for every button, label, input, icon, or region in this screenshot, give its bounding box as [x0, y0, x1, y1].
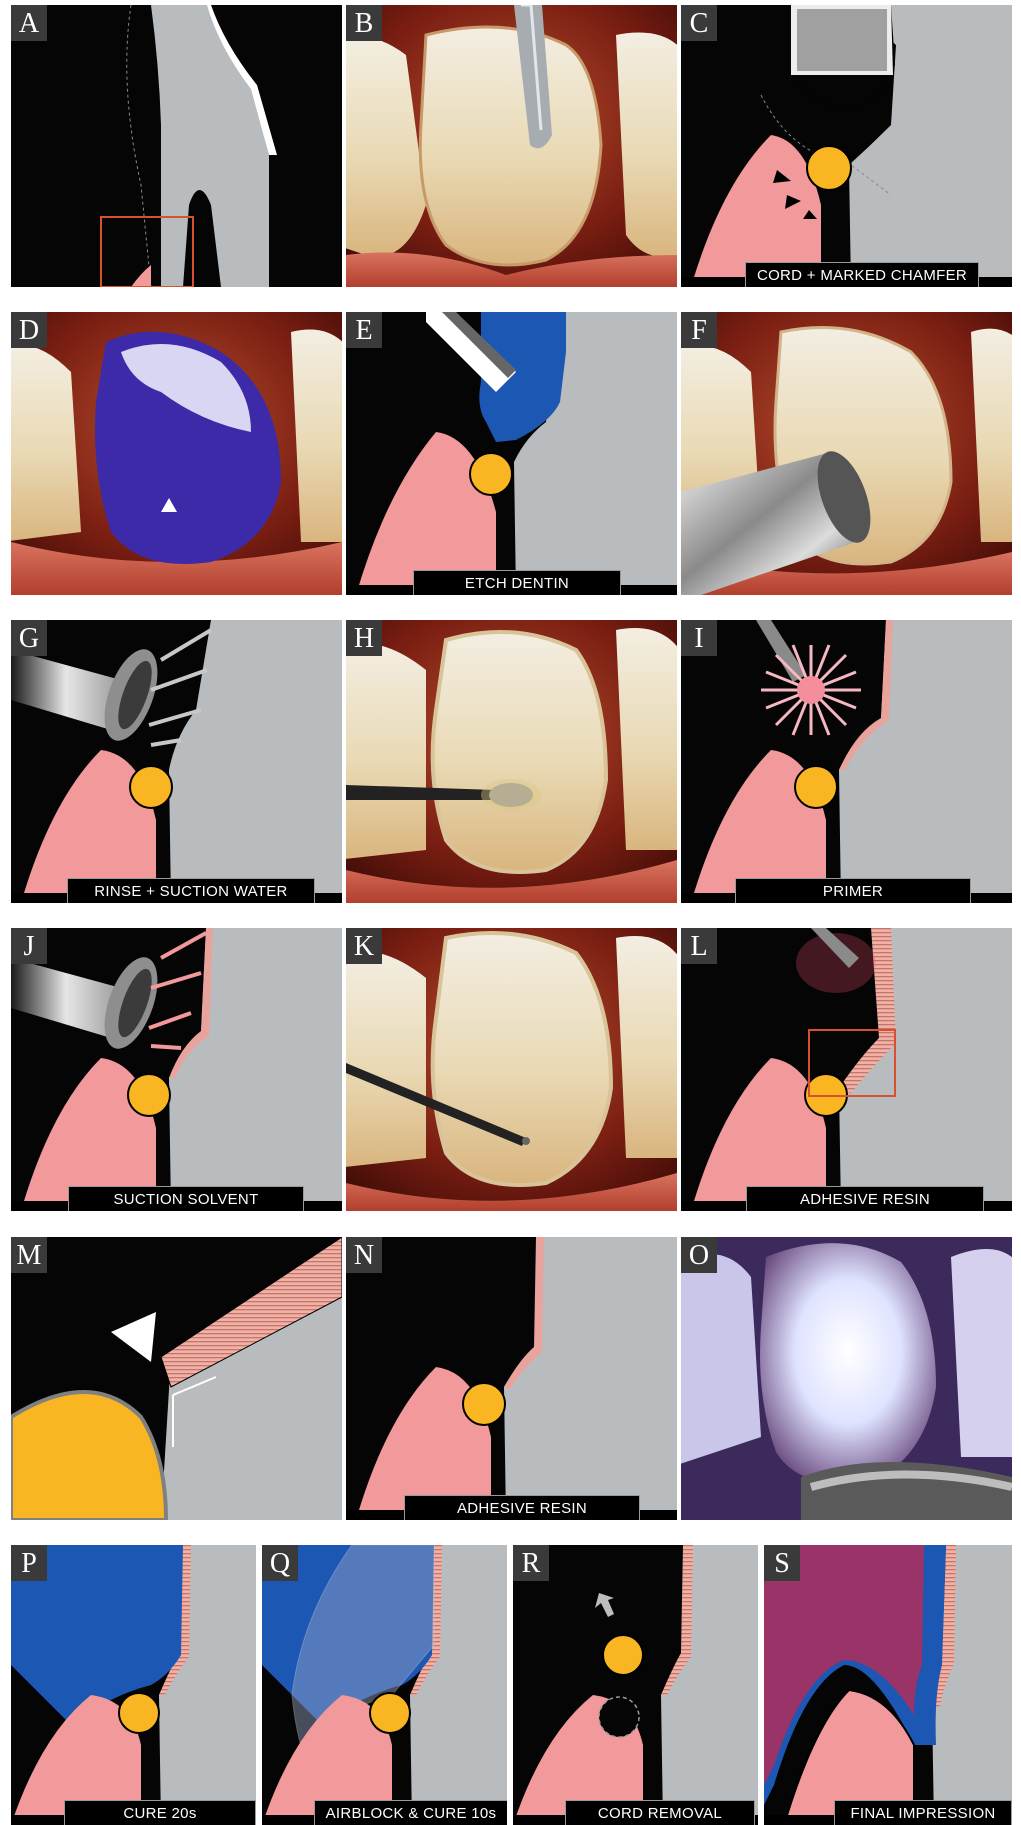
panel-letter: A — [11, 5, 47, 41]
panel-m: M — [11, 1237, 342, 1520]
step-caption: RINSE + SUCTION WATER — [67, 878, 315, 903]
panel-letter: P — [11, 1545, 47, 1581]
photo-adhesive-application — [346, 928, 677, 1211]
panel-a: A — [11, 5, 342, 287]
diagram-adhesive-resin — [681, 928, 1012, 1211]
diagram-primer — [681, 620, 1012, 903]
panel-q: Q AIRBLOCK & CURE 10s — [262, 1545, 507, 1825]
step-caption: FINAL IMPRESSION — [834, 1800, 1012, 1825]
diagram-adhesive-closeup — [11, 1237, 342, 1520]
panel-r: R CORD REMOVAL — [513, 1545, 758, 1825]
panel-n: N ADHESIVE RESIN — [346, 1237, 677, 1520]
panel-h: H — [346, 620, 677, 903]
panel-letter: E — [346, 312, 382, 348]
panel-i: I PRIMER — [681, 620, 1012, 903]
panel-letter: G — [11, 620, 47, 656]
panel-s: S FINAL IMPRESSION — [764, 1545, 1012, 1825]
panel-letter: L — [681, 928, 717, 964]
panel-c: C CORD + MARKED CHAMFER — [681, 5, 1012, 287]
tooth-cross-section-overview — [11, 5, 342, 287]
step-caption: PRIMER — [735, 878, 971, 903]
panel-letter: D — [11, 312, 47, 348]
panel-letter: R — [513, 1545, 549, 1581]
panel-j: J SUCTION SOLVENT — [11, 928, 342, 1211]
panel-letter: B — [346, 5, 382, 41]
diagram-final-impression — [764, 1545, 1012, 1825]
diagram-suction-solvent — [11, 928, 342, 1211]
step-caption: CURE 20s — [64, 1800, 256, 1825]
photo-etch-applied — [11, 312, 342, 595]
panel-letter: C — [681, 5, 717, 41]
photo-primer-application — [346, 620, 677, 903]
panel-letter: Q — [262, 1545, 298, 1581]
diagram-adhesive-resin-final — [346, 1237, 677, 1520]
photo-rinse-suction — [681, 312, 1012, 595]
diagram-cord-removal — [513, 1545, 758, 1825]
step-caption: CORD REMOVAL — [565, 1800, 755, 1825]
panel-f: F — [681, 312, 1012, 595]
panel-letter: M — [11, 1237, 47, 1273]
panel-letter: F — [681, 312, 717, 348]
panel-b: B — [346, 5, 677, 287]
panel-letter: J — [11, 928, 47, 964]
diagram-cord-chamfer — [681, 5, 1012, 287]
panel-letter: N — [346, 1237, 382, 1273]
panel-letter: I — [681, 620, 717, 656]
panel-g: G RINSE + SUCTION WATER — [11, 620, 342, 903]
diagram-etch-dentin — [346, 312, 677, 595]
panel-e: E ETCH DENTIN — [346, 312, 677, 595]
photo-chamfer-preparation — [346, 5, 677, 287]
panel-letter: H — [346, 620, 382, 656]
panel-d: D — [11, 312, 342, 595]
step-caption: ADHESIVE RESIN — [404, 1495, 640, 1520]
step-caption: ETCH DENTIN — [413, 570, 621, 595]
diagram-cure-20s — [11, 1545, 256, 1825]
panel-p: P CURE 20s — [11, 1545, 256, 1825]
panel-letter: S — [764, 1545, 800, 1581]
diagram-airblock-cure — [262, 1545, 507, 1825]
diagram-rinse-suction — [11, 620, 342, 903]
panel-l: L ADHESIVE RESIN — [681, 928, 1012, 1211]
panel-letter: K — [346, 928, 382, 964]
step-caption: AIRBLOCK & CURE 10s — [314, 1800, 507, 1825]
photo-light-cure — [681, 1237, 1012, 1520]
step-caption: CORD + MARKED CHAMFER — [745, 262, 979, 287]
panel-letter: O — [681, 1237, 717, 1273]
step-caption: SUCTION SOLVENT — [68, 1186, 304, 1211]
panel-o: O — [681, 1237, 1012, 1520]
step-caption: ADHESIVE RESIN — [746, 1186, 984, 1211]
panel-k: K — [346, 928, 677, 1211]
